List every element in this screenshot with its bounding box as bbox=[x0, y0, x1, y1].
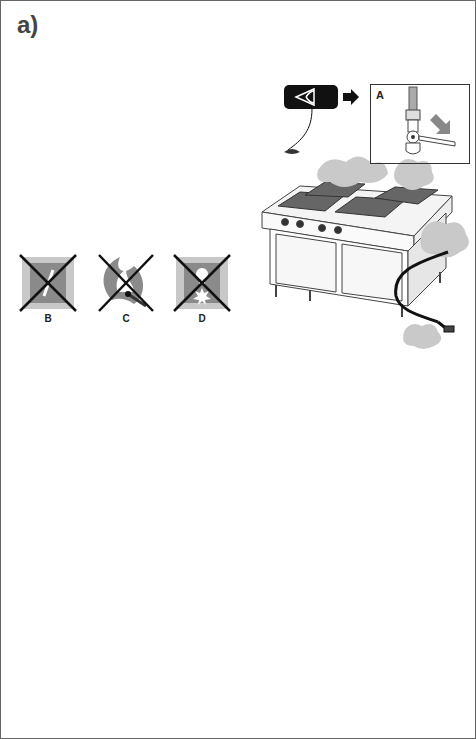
icon-letter: B bbox=[44, 313, 51, 324]
inspect-symbol bbox=[284, 85, 359, 154]
icon-letter: C bbox=[122, 313, 129, 324]
gas-valve bbox=[406, 87, 455, 154]
inset-box: A bbox=[370, 84, 470, 164]
no-device-icon bbox=[174, 255, 230, 311]
gas-leak-cloud bbox=[317, 156, 469, 349]
inset-letter: A bbox=[371, 86, 384, 101]
no-switch-icon bbox=[20, 255, 76, 311]
icon-letter: D bbox=[198, 313, 205, 324]
figure-title: a) bbox=[17, 11, 38, 39]
no-flame-icon bbox=[99, 255, 153, 311]
gas-hose bbox=[396, 252, 454, 332]
